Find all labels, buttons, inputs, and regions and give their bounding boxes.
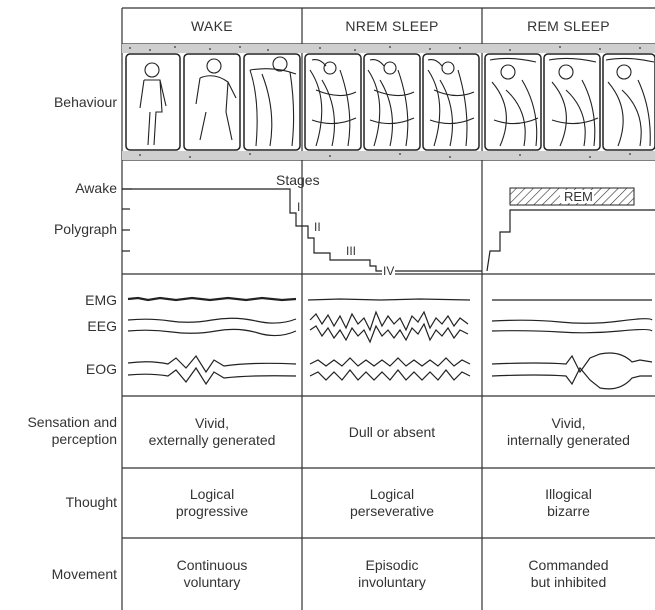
behaviour-illustrations	[122, 44, 655, 160]
sensation-nrem: Dull or absent	[302, 398, 482, 466]
hypnogram	[122, 188, 655, 272]
row-label-movement: Movement	[51, 566, 117, 582]
sensation-nrem-line1: Dull or absent	[348, 423, 436, 440]
row-label-sensation-line2: perception	[51, 431, 117, 447]
thought-nrem-line2: perseverative	[349, 503, 435, 519]
row-label-eeg: EEG	[87, 318, 117, 334]
row-label-sensation-line1: Sensation and	[27, 414, 117, 430]
stage-label-3: III	[345, 244, 358, 258]
sensation-rem-line2: internally generated	[507, 432, 630, 448]
stages-label: Stages	[276, 172, 320, 188]
row-label-emg: EMG	[85, 292, 117, 308]
sensation-wake-line1: Vivid,	[195, 415, 229, 431]
stage-label-1: I	[297, 200, 301, 214]
polygraph-traces	[127, 296, 653, 390]
rem-label-bg	[560, 190, 594, 203]
row-label-awake: Awake	[75, 180, 117, 196]
movement-nrem-line1: Episodic	[365, 557, 419, 573]
sensation-rem-line1: Vivid,	[551, 415, 586, 431]
stage-label-2: II	[314, 220, 321, 234]
row-label-behaviour: Behaviour	[53, 94, 117, 110]
row-label-thought: Thought	[65, 494, 117, 510]
movement-rem-line2: but inhibited	[530, 574, 607, 590]
row-label-eog: EOG	[85, 361, 117, 377]
thought-rem-line1: Illogical	[545, 486, 592, 502]
thought-nrem-line1: Logical	[369, 486, 415, 502]
rem-label: REM	[564, 189, 593, 204]
movement-rem-line1: Commanded	[528, 557, 609, 573]
column-header-wake: WAKE	[191, 18, 233, 34]
sensation-wake-line2: externally generated	[148, 432, 276, 448]
thought-wake-line2: progressive	[175, 503, 249, 519]
column-header-rem: REM SLEEP	[527, 18, 610, 34]
stage-label-4: IV	[382, 264, 396, 278]
thought-rem-line2: bizarre	[547, 503, 590, 519]
row-label-polygraph: Polygraph	[53, 221, 117, 237]
column-header-nrem: NREM SLEEP	[345, 18, 439, 34]
thought-wake-line1: Logical	[189, 486, 235, 502]
movement-wake-line1: Continuous	[176, 557, 248, 573]
sensation-rem: Vivid,internally generated	[482, 398, 655, 466]
sensation-wake: Vivid,externally generated	[122, 398, 302, 466]
movement-wake-line2: voluntary	[183, 574, 241, 590]
row-label-sensation: Sensation and perception	[27, 414, 117, 448]
movement-nrem-line2: involuntary	[358, 574, 426, 590]
